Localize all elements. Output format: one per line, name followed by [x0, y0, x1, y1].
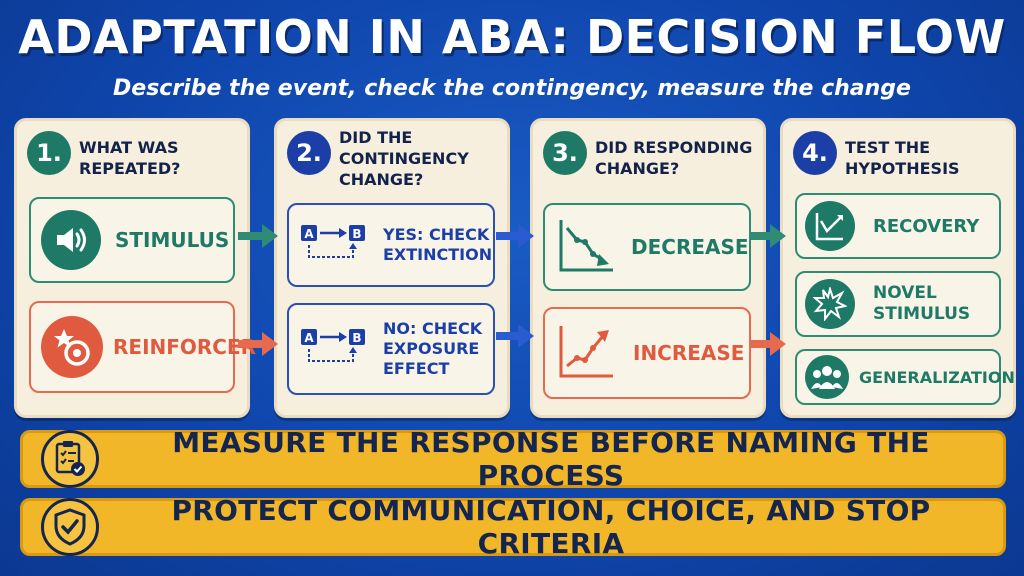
measure-banner: MEASURE THE RESPONSE BEFORE NAMING THE P… [20, 426, 1006, 492]
stimulus-card: STIMULUS [29, 197, 235, 283]
measure-banner-text: MEASURE THE RESPONSE BEFORE NAMING THE P… [172, 426, 930, 492]
recovery-chart-icon [805, 201, 855, 251]
novel-stimulus-card: NOVEL STIMULUS [795, 271, 1001, 337]
step-1-title: WHAT WAS REPEATED? [79, 138, 181, 178]
a-to-b-icon: A B [299, 323, 367, 375]
arrow-reinforcer-to-no [238, 332, 278, 356]
recovery-label: RECOVERY [873, 215, 980, 237]
burst-icon [805, 279, 855, 329]
svg-text:B: B [352, 227, 361, 241]
decrease-card: DECREASE [543, 203, 751, 291]
arrow-no-to-increase [496, 324, 534, 348]
yes-check-extinction-label: YES: CHECK EXTINCTION [383, 225, 493, 264]
no-check-exposure-label: NO: CHECK EXPOSURE EFFECT [383, 319, 483, 378]
checklist-icon [41, 430, 99, 488]
step-4-title: TEST THE HYPOTHESIS [845, 138, 960, 178]
decrease-label: DECREASE [631, 235, 749, 259]
star-token-icon [41, 316, 103, 378]
arrow-decrease-to-test [750, 224, 786, 248]
svg-text:A: A [304, 227, 314, 241]
arrow-increase-to-test [750, 332, 786, 356]
step-3-panel: 3. DID RESPONDING CHANGE? DECREASE [530, 118, 766, 418]
trend-down-icon [555, 214, 617, 280]
speaker-icon [41, 210, 101, 270]
step-2-title: DID THE CONTINGENCY CHANGE? [339, 128, 469, 189]
page-title: ADAPTATION IN ABA: DECISION FLOW [18, 10, 1006, 64]
step-3-title: DID RESPONDING CHANGE? [595, 138, 753, 178]
step-4-panel: 4. TEST THE HYPOTHESIS RECOVERY NOVEL ST… [780, 118, 1016, 418]
step-3-number: 3. [543, 131, 587, 175]
page-subtitle: Describe the event, check the contingenc… [113, 76, 911, 101]
arrow-yes-to-decrease [496, 224, 534, 248]
yes-check-extinction-card: A B YES: CHECK EXTINCTION [287, 203, 495, 287]
generalization-card: GENERALIZATION [795, 349, 1015, 405]
shield-check-icon [41, 498, 99, 556]
arrow-stimulus-to-yes [238, 224, 278, 248]
svg-text:B: B [352, 331, 361, 345]
recovery-card: RECOVERY [795, 193, 1001, 259]
reinforcer-card: REINFORCER [29, 301, 256, 393]
protect-banner: PROTECT COMMUNICATION, CHOICE, AND STOP … [20, 494, 1006, 560]
generalization-label: GENERALIZATION [859, 367, 1015, 387]
increase-label: INCREASE [633, 341, 745, 365]
group-icon [805, 355, 849, 399]
stimulus-label: STIMULUS [115, 228, 230, 252]
step-1-number: 1. [27, 131, 71, 175]
trend-up-icon [555, 320, 617, 386]
step-4-number: 4. [793, 131, 837, 175]
novel-stimulus-label: NOVEL STIMULUS [873, 283, 971, 324]
svg-text:A: A [304, 331, 314, 345]
protect-banner-text: PROTECT COMMUNICATION, CHOICE, AND STOP … [171, 494, 931, 560]
increase-card: INCREASE [543, 307, 751, 399]
no-check-exposure-card: A B NO: CHECK EXPOSURE EFFECT [287, 303, 495, 395]
step-2-number: 2. [287, 131, 331, 175]
step-1-panel: 1. WHAT WAS REPEATED? STIMULUS REINFORCE… [14, 118, 256, 418]
reinforcer-label: REINFORCER [113, 335, 257, 359]
step-2-panel: 2. DID THE CONTINGENCY CHANGE? A B YES: … [274, 118, 510, 418]
a-to-b-icon: A B [299, 219, 367, 271]
